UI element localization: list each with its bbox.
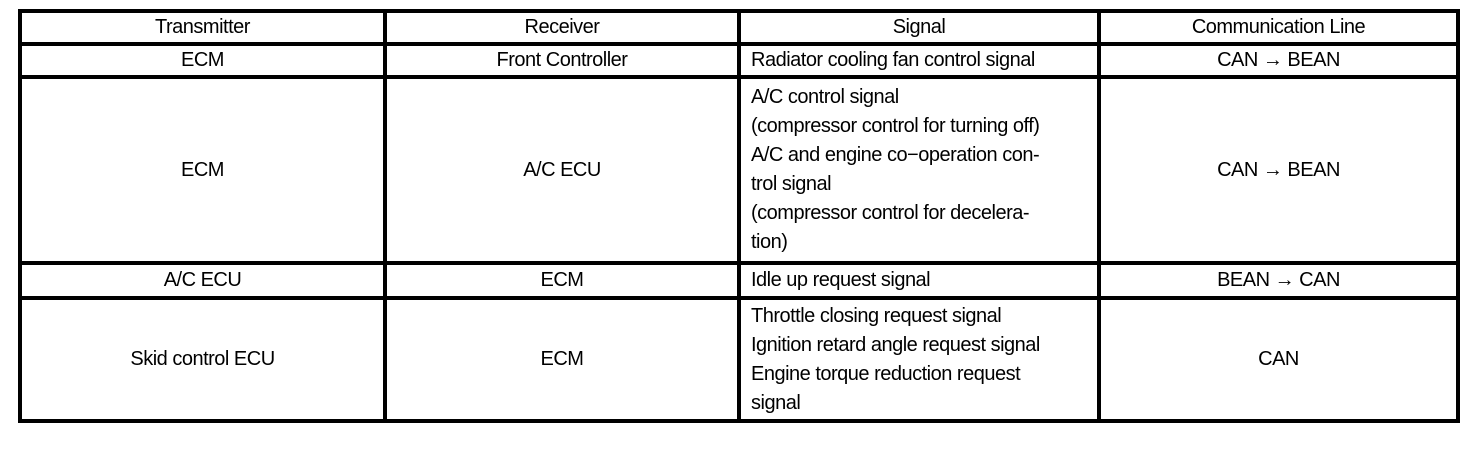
cell-receiver: A/C ECU	[383, 75, 741, 265]
column-header-communication-line: Communication Line	[1097, 9, 1460, 46]
cell-communication-line: CAN → BEAN	[1097, 75, 1460, 265]
column-header-receiver: Receiver	[383, 9, 741, 46]
communication-signal-table: Transmitter Receiver Signal Communicatio…	[18, 9, 1460, 423]
cell-transmitter: A/C ECU	[18, 261, 387, 300]
column-header-transmitter: Transmitter	[18, 9, 387, 46]
table-row: ECM Front Controller Radiator cooling fa…	[18, 42, 1460, 79]
cell-transmitter: Skid control ECU	[18, 296, 387, 423]
cell-transmitter: ECM	[18, 42, 387, 79]
cell-communication-line: CAN → BEAN	[1097, 42, 1460, 79]
cell-transmitter: ECM	[18, 75, 387, 265]
table-row: ECM A/C ECU A/C control signal (compress…	[18, 75, 1460, 265]
cell-signal: Radiator cooling fan control signal	[737, 42, 1101, 79]
cell-receiver: ECM	[383, 296, 741, 423]
cell-communication-line: BEAN → CAN	[1097, 261, 1460, 300]
cell-receiver: Front Controller	[383, 42, 741, 79]
table-row: A/C ECU ECM Idle up request signal BEAN …	[18, 261, 1460, 300]
cell-signal: A/C control signal (compressor control f…	[737, 75, 1101, 265]
cell-signal: Throttle closing request signal Ignition…	[737, 296, 1101, 423]
column-header-signal: Signal	[737, 9, 1101, 46]
cell-communication-line: CAN	[1097, 296, 1460, 423]
cell-signal: Idle up request signal	[737, 261, 1101, 300]
table-row: Skid control ECU ECM Throttle closing re…	[18, 296, 1460, 423]
cell-receiver: ECM	[383, 261, 741, 300]
header-row: Transmitter Receiver Signal Communicatio…	[18, 9, 1460, 46]
